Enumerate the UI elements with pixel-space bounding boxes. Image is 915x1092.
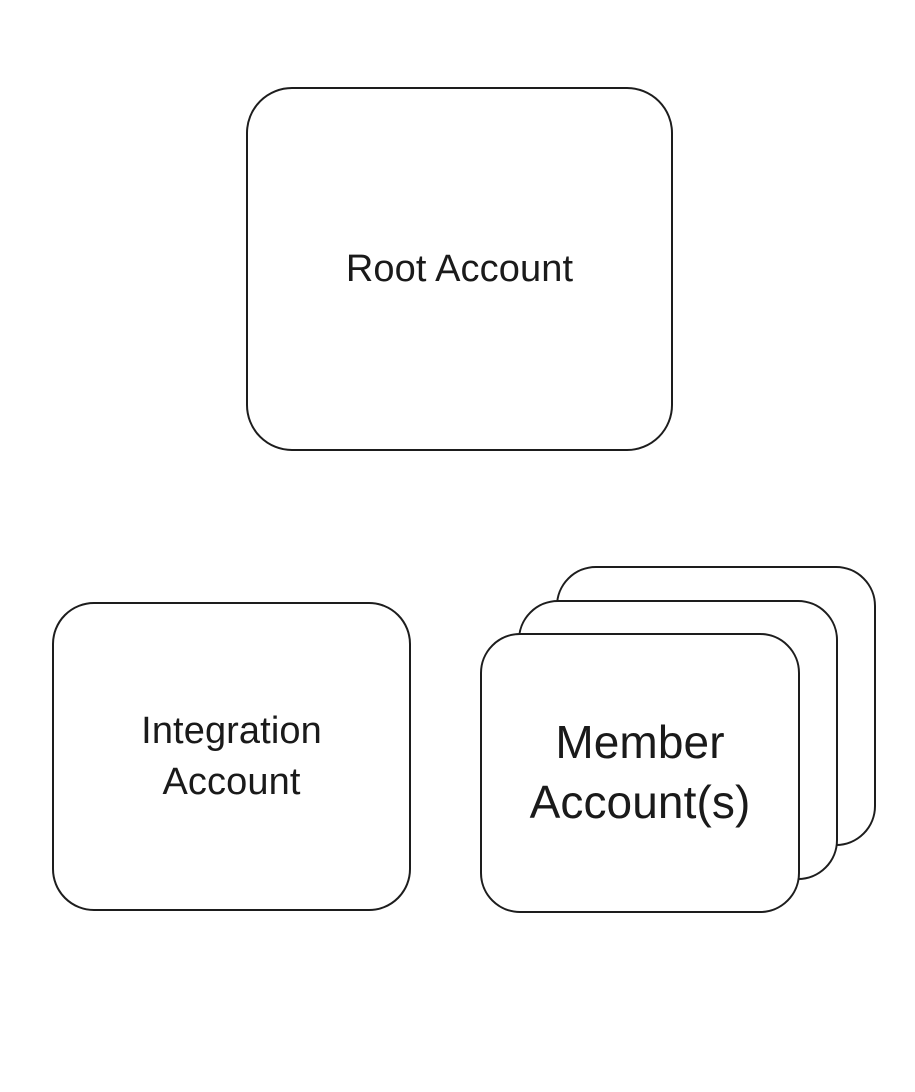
node-root-account[interactable]: Root Account [246,87,673,451]
member-account-card-front[interactable]: Member Account(s) [480,633,800,913]
node-member-account-label: Member Account(s) [529,716,751,828]
node-root-account-label: Root Account [345,247,574,290]
node-integration-account-label: Integration Account [141,710,322,803]
node-integration-account[interactable]: Integration Account [52,602,411,911]
node-member-account-stack[interactable]: Member Account(s) [480,566,876,913]
